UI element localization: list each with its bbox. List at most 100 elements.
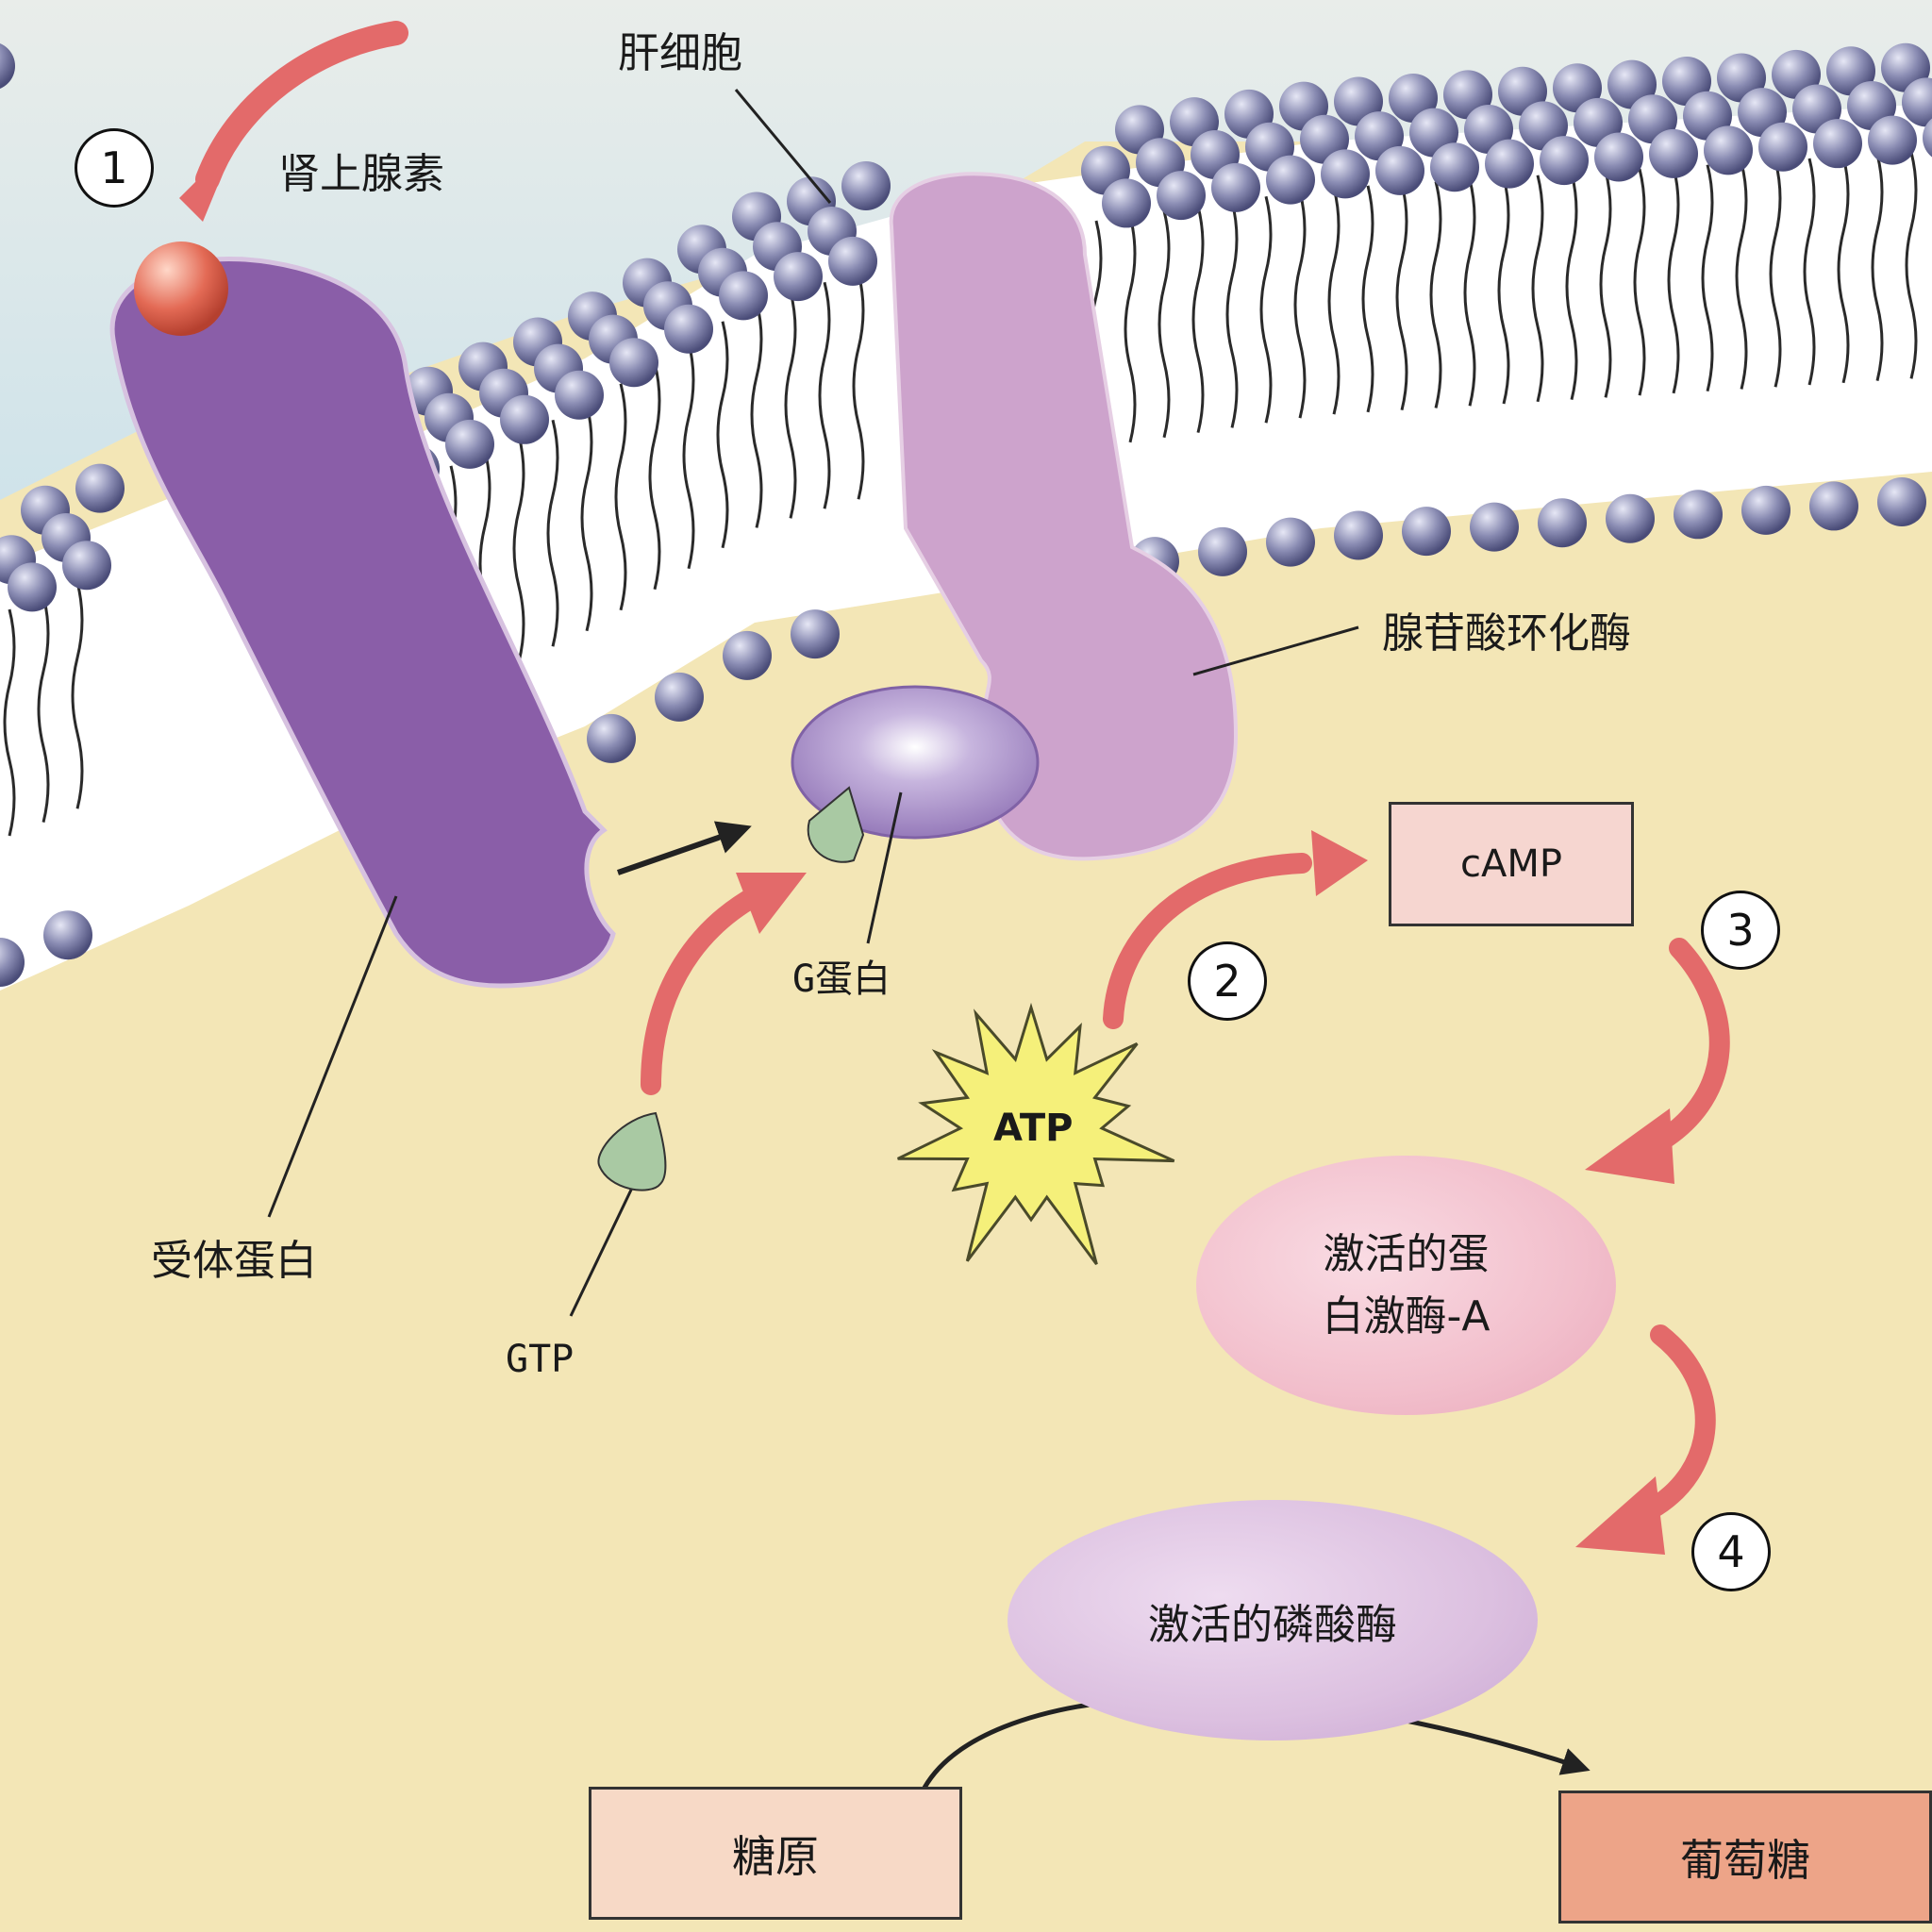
lipid-head-inner	[1809, 481, 1858, 531]
lipid-head	[1594, 132, 1643, 182]
gtp-leader	[569, 1183, 636, 1317]
lipid-tail	[818, 281, 831, 509]
lipid-head	[1266, 155, 1315, 205]
step-2-marker: 2	[1188, 941, 1267, 1021]
lipid-tail	[1565, 173, 1578, 400]
liver-cell-label: 肝细胞	[618, 29, 742, 77]
lipid-tail	[716, 321, 729, 549]
gtp-arrow	[641, 886, 765, 1095]
adenylate-cyclase-label: 腺苷酸环化酶	[1382, 609, 1631, 658]
atp-to-camp-arrowhead	[1311, 830, 1368, 896]
lipid-tail	[1429, 181, 1442, 408]
lipid-head-inner	[0, 938, 25, 987]
lipid-head	[1375, 145, 1424, 195]
lipid-head	[555, 370, 604, 420]
lipid-tail	[37, 595, 50, 823]
lipid-head	[1540, 136, 1589, 186]
lipid-tail	[852, 272, 865, 500]
lipid-head-inner	[1877, 476, 1926, 526]
lipid-head-inner	[723, 630, 772, 680]
lipid-head-inner	[791, 609, 840, 659]
lipid-tail	[1803, 158, 1816, 386]
receptor-to-gprotein-arrow	[617, 821, 752, 875]
lipid-tail	[750, 301, 763, 528]
lipid-head	[75, 463, 125, 513]
lipid-head	[1485, 139, 1534, 189]
lipid-head	[1211, 162, 1260, 212]
lipid-tail	[1531, 175, 1544, 403]
pka-label-line-1: 激活的蛋	[1323, 1229, 1490, 1278]
lipid-head	[62, 541, 111, 591]
lipid-tail	[1769, 159, 1782, 388]
glucose-box: 葡萄糖	[1558, 1790, 1932, 1924]
lipid-head-inner	[1606, 493, 1655, 543]
lipid-tail	[1158, 210, 1171, 439]
lipid-head-inner	[1402, 507, 1451, 557]
lipid-tail	[1497, 176, 1510, 405]
lipid-tail	[1259, 195, 1273, 424]
lipid-head-inner	[1334, 510, 1383, 560]
lipid-head	[1157, 171, 1206, 221]
lipid-head-inner	[1674, 490, 1723, 540]
lipid-tail	[1124, 215, 1137, 443]
lipid-tail	[1361, 185, 1374, 413]
lipid-tail	[580, 404, 593, 632]
lipid-tail	[784, 291, 797, 519]
lipid-head	[664, 304, 713, 354]
phosphorylase-ellipse: 激活的磷酸酶	[1008, 1500, 1538, 1740]
gprotein-leader	[866, 791, 903, 944]
phosphorylase-label: 激活的磷酸酶	[1148, 1600, 1397, 1649]
lipid-head	[1902, 77, 1932, 127]
lipid-tail	[1395, 183, 1408, 411]
step-1-marker: 1	[75, 128, 154, 208]
glycogen-box: 糖原	[589, 1787, 962, 1920]
g-protein	[791, 685, 1040, 840]
lipid-head	[8, 562, 57, 612]
lipid-tail	[1633, 168, 1646, 396]
lipid-tail	[1667, 166, 1680, 394]
gtp-label: GTP	[506, 1338, 575, 1381]
lipid-head	[1758, 122, 1807, 172]
lipid-head-inner	[43, 910, 92, 960]
lipid-head-inner	[1538, 498, 1587, 548]
lipid-head	[1923, 118, 1932, 158]
camp-to-pka-arrow	[1650, 938, 1730, 1152]
lipid-head	[1704, 125, 1753, 175]
lipid-head	[609, 338, 658, 388]
lipid-tails	[3, 151, 1918, 837]
receptor-leader	[267, 895, 398, 1218]
lipid-head	[1813, 119, 1862, 169]
protein-kinase-a-ellipse: 激活的蛋 白激酶-A	[1196, 1156, 1616, 1415]
receptor-protein-label: 受体蛋白	[151, 1237, 317, 1285]
lipid-tail	[1191, 206, 1205, 433]
camp-label: cAMP	[1460, 842, 1562, 886]
lipid-tail	[614, 383, 627, 611]
epinephrine-molecule	[134, 242, 228, 336]
lipid-tail	[648, 362, 661, 591]
lipid-tail	[546, 419, 559, 647]
epinephrine-arrow	[195, 21, 408, 192]
lipid-tail	[1327, 187, 1341, 415]
pka-to-phosphorylase-arrow	[1641, 1324, 1716, 1520]
lipid-head-inner	[587, 713, 636, 763]
step-4-marker: 4	[1691, 1512, 1771, 1591]
lipid-head-inner	[1198, 526, 1247, 576]
lipid-tail	[512, 435, 525, 662]
lipid-head	[1649, 128, 1698, 178]
lipid-heads	[0, 42, 1932, 987]
gtp-arrowhead	[736, 873, 807, 934]
glycogen-label: 糖原	[732, 1830, 819, 1882]
lipid-head	[1430, 142, 1479, 192]
lipid-head	[0, 43, 15, 89]
atp-label: ATP	[993, 1107, 1074, 1150]
g-protein-label: G蛋白	[792, 958, 891, 1001]
lipid-head-inner	[1470, 502, 1519, 552]
liver-cell-leader	[734, 89, 832, 204]
cyclase-leader	[1192, 625, 1359, 676]
lipid-tail	[1837, 156, 1850, 384]
epinephrine-label: 肾上腺素	[278, 150, 444, 198]
lipid-tail	[1293, 191, 1307, 419]
lipid-head	[841, 160, 891, 210]
